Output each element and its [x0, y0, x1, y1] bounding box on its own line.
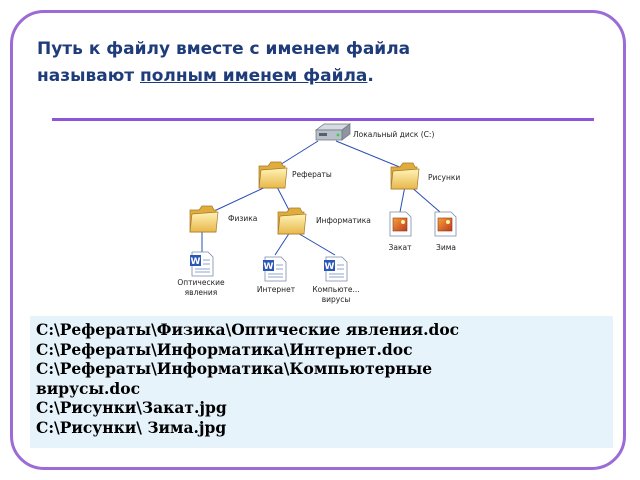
full-paths-box: C:\Рефераты\Физика\Оптические явления.do…	[30, 316, 613, 448]
tree-connectors	[201, 140, 441, 256]
path-line-6: C:\Рисунки\ Зима.jpg	[36, 417, 227, 437]
drive-icon	[314, 123, 352, 141]
folder-label-fizika: Физика	[228, 214, 257, 223]
file-label-zima: Зима	[436, 243, 456, 252]
slide-heading: Путь к файлу вместе с именем файла назыв…	[37, 36, 597, 90]
heading-prefix: называют	[37, 66, 140, 86]
folder-icon-referaty	[258, 161, 288, 189]
path-line-3: C:\Рефераты\Информатика\Компьютерные	[36, 359, 433, 378]
path-line-4: вирусы.doc	[36, 378, 141, 398]
folder-icon-fizika	[189, 205, 219, 233]
folder-icon-risunki	[390, 162, 420, 190]
word-document-icon-komp	[323, 256, 348, 282]
file-label-opticheskie-2: явления	[185, 288, 218, 297]
file-label-zakat: Закат	[389, 243, 413, 252]
file-label-komp-2: вирусы	[322, 295, 351, 304]
file-label-komp-1: Компьюте...	[312, 285, 359, 294]
heading-suffix: .	[367, 66, 374, 86]
path-line-1: C:\Рефераты\Физика\Оптические явления.do…	[36, 320, 460, 339]
heading-term: полным именем файла	[140, 66, 368, 86]
divider-line	[52, 118, 594, 121]
folder-label-informatika: Информатика	[316, 216, 371, 225]
file-label-opticheskie-1: Оптические	[177, 278, 225, 287]
folder-label-risunki: Рисунки	[428, 173, 460, 182]
image-file-icon-zakat	[389, 211, 412, 237]
path-line-2: C:\Рефераты\Информатика\Интернет.doc	[36, 339, 413, 359]
image-file-icon-zima	[434, 211, 457, 237]
file-label-internet: Интернет	[257, 285, 296, 294]
root-label: Локальный диск (C:)	[353, 130, 434, 139]
path-line-5: C:\Рисунки\Закат.jpg	[36, 398, 227, 417]
word-document-icon-internet	[262, 256, 287, 282]
word-document-icon-opticheskie	[189, 251, 214, 277]
folder-icon-informatika	[277, 207, 307, 235]
file-tree-diagram: W Локальный диск (C:) Рефераты	[177, 123, 460, 304]
heading-line-2: называют полным именем файла.	[37, 63, 597, 90]
folder-label-referaty: Рефераты	[292, 170, 332, 179]
heading-line-1: Путь к файлу вместе с именем файла	[37, 39, 411, 59]
